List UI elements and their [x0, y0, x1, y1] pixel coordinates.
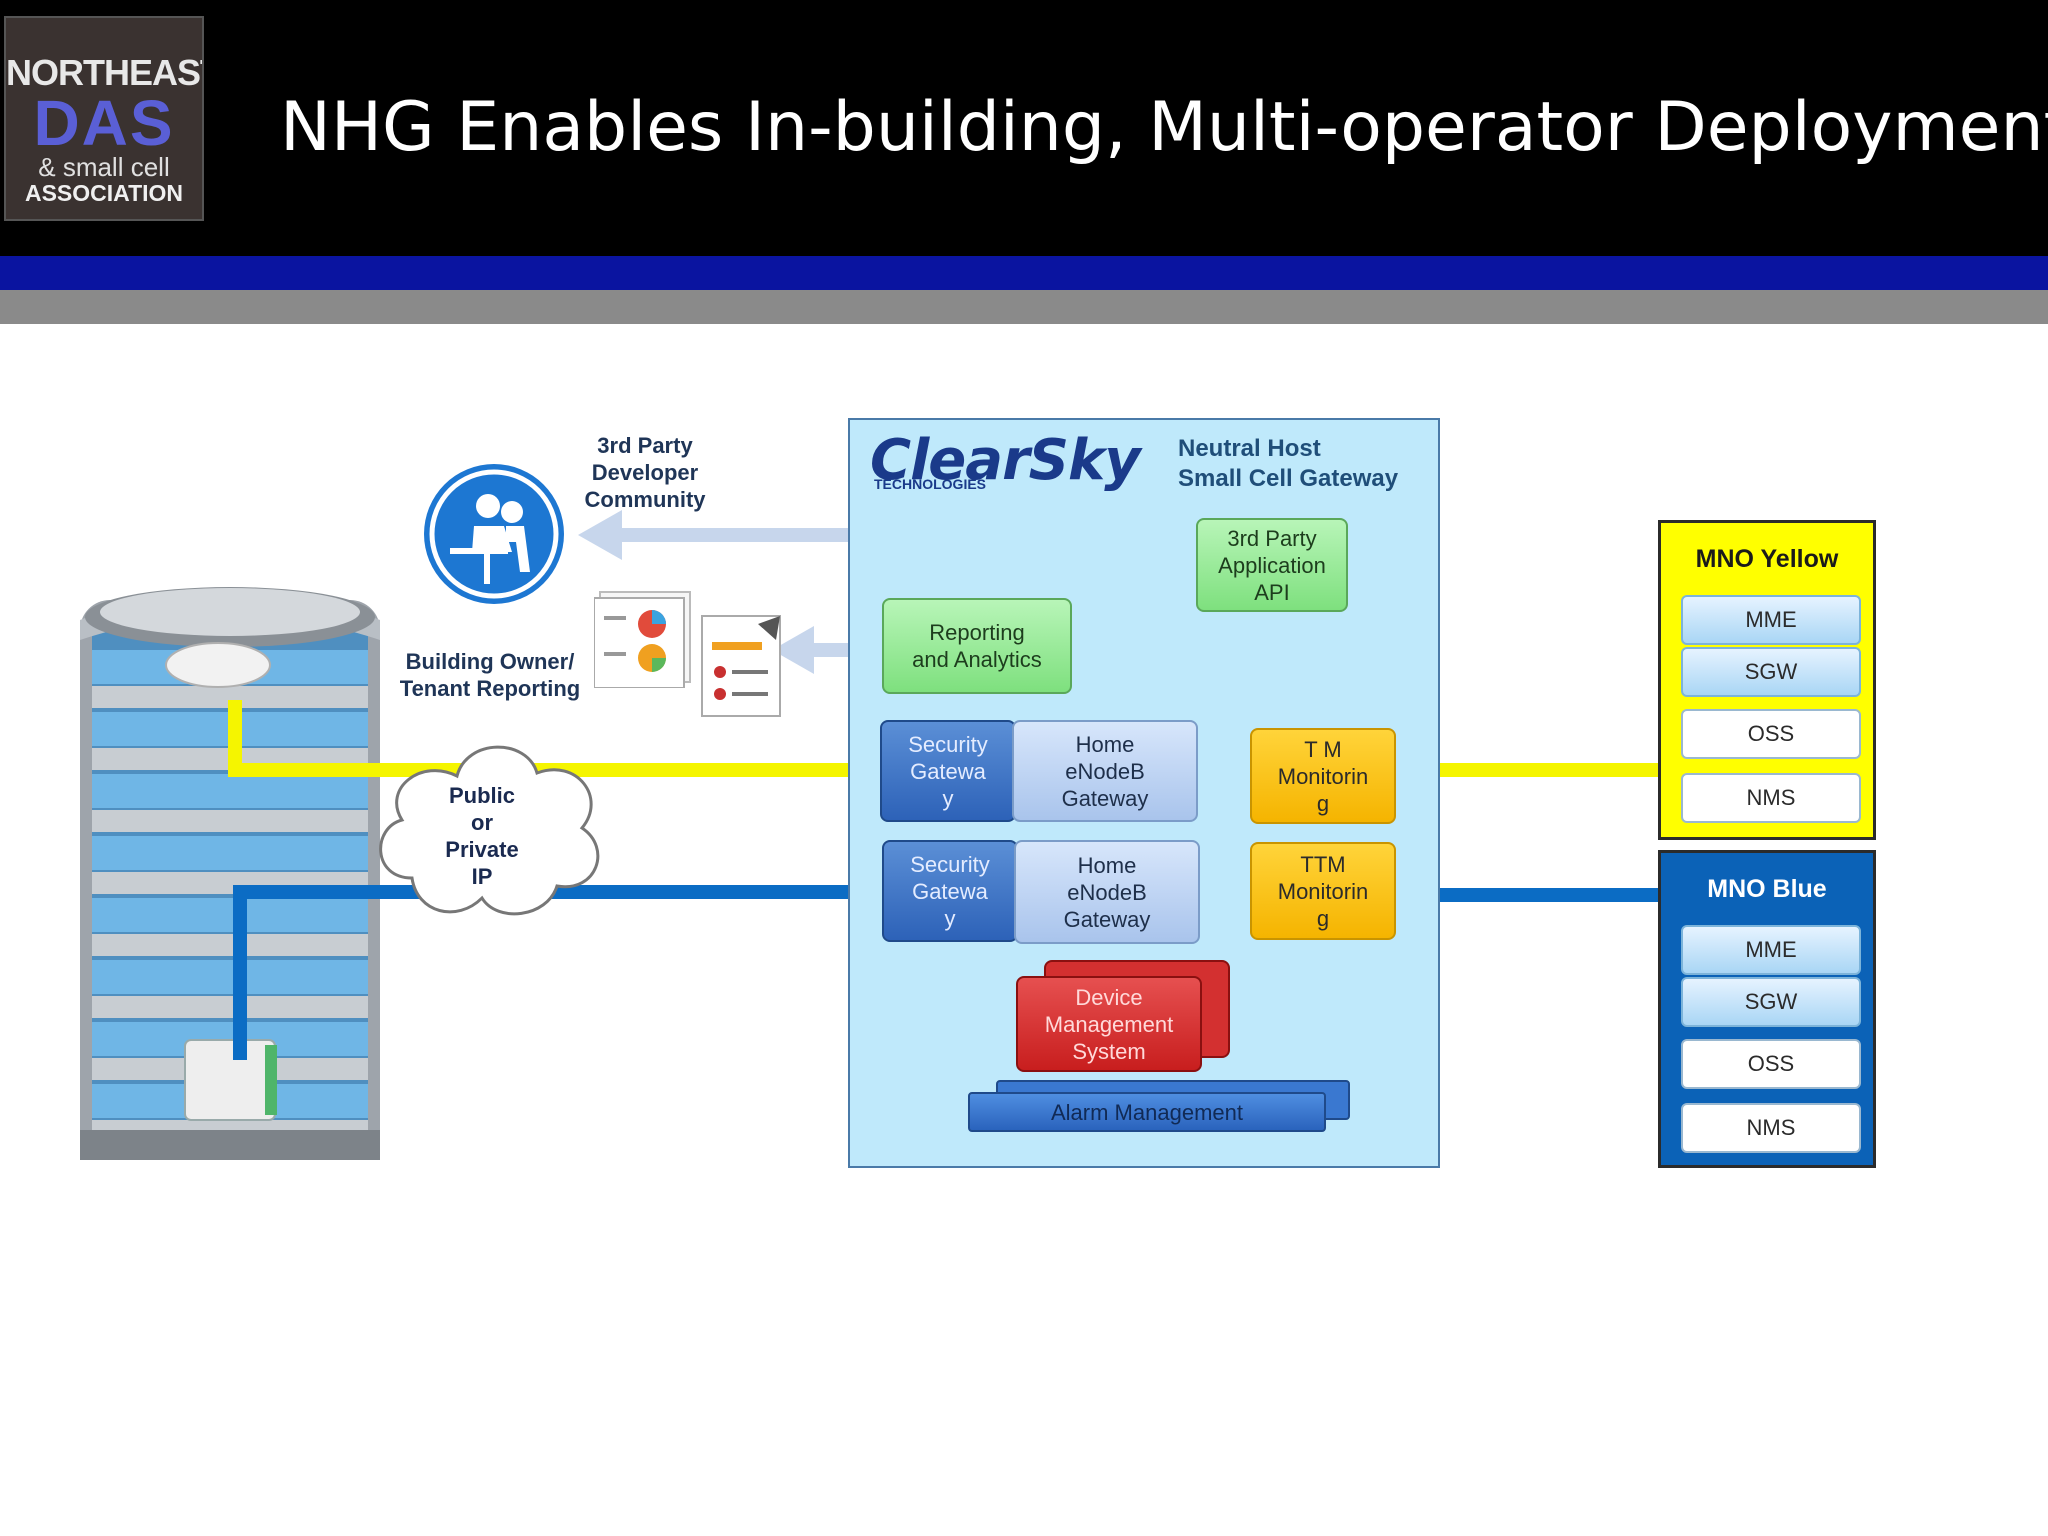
mno-yellow-title: MNO Yellow: [1695, 545, 1839, 573]
ttm-blue-line-1: TTM: [1300, 851, 1346, 877]
header-blue-stripe: [0, 256, 2048, 290]
tenant-reporting-label: Building Owner/ Tenant Reporting: [392, 648, 588, 702]
clearsky-logo: ClearSky: [870, 428, 1141, 493]
ttm-blue-line-2: Monitorin: [1277, 878, 1369, 904]
developer-community-line-3: Community: [584, 487, 706, 512]
developer-community-label: 3rd Party Developer Community: [570, 432, 720, 513]
mno-blue-nms: NMS: [1681, 1103, 1861, 1153]
tenant-report-icon: [698, 612, 788, 727]
device-management-box: Device Management System: [1016, 976, 1202, 1072]
alarm-management-box: Alarm Management: [968, 1092, 1326, 1132]
developer-community-icon: [424, 464, 564, 604]
henb-yellow-line-2: eNodeB: [1065, 758, 1145, 784]
security-gateway-blue: Security Gatewa y: [882, 840, 1018, 942]
building-illustration: [80, 587, 380, 1160]
mno-yellow-panel: MNO Yellow MME SGW OSS NMS: [1658, 520, 1876, 840]
henb-yellow-line-1: Home: [1075, 731, 1135, 757]
api-line-3: API: [1254, 579, 1290, 605]
security-gateway-yellow: Security Gatewa y: [880, 720, 1016, 822]
clearsky-tagline: TECHNOLOGIES: [874, 476, 987, 492]
slide-title: NHG Enables In-building, Multi-operator …: [280, 88, 2048, 167]
logo-line-4: ASSOCIATION: [24, 180, 184, 206]
cloud-line-4: IP: [471, 864, 493, 889]
mno-blue-title: MNO Blue: [1707, 875, 1827, 903]
henb-blue-line-1: Home: [1077, 852, 1137, 878]
henb-gateway-blue: Home eNodeB Gateway: [1014, 840, 1200, 944]
henb-gateway-yellow: Home eNodeB Gateway: [1012, 720, 1198, 822]
cloud-icon: [379, 745, 600, 916]
logo-line-3: & small cell: [38, 152, 170, 182]
dms-line-2: Management: [1044, 1011, 1174, 1037]
neutral-host-label: Neutral Host Small Cell Gateway: [1178, 434, 1398, 494]
api-line-2: Application: [1218, 552, 1326, 578]
mno-blue-mme: MME: [1681, 925, 1861, 975]
mno-blue-oss: OSS: [1681, 1039, 1861, 1089]
reporting-line-1: Reporting: [929, 620, 1025, 645]
neutral-host-line-1: Neutral Host: [1178, 435, 1321, 462]
mno-blue-panel: MNO Blue MME SGW OSS NMS: [1658, 850, 1876, 1168]
sg-blue-line-3: y: [944, 905, 956, 931]
sg-yellow-line-1: Security: [908, 731, 988, 757]
mno-blue-sgw: SGW: [1681, 977, 1861, 1027]
mno-yellow-nms: NMS: [1681, 773, 1861, 823]
tenant-reporting-line-1: Building Owner/: [405, 649, 575, 674]
reporting-line-2: and Analytics: [912, 647, 1042, 672]
logo-line-1: NORTHEAST: [6, 52, 204, 93]
sg-blue-line-2: Gatewa: [912, 878, 988, 904]
report-document-icon: [593, 588, 704, 693]
cloud-label: Public or Private IP: [412, 782, 552, 890]
ttm-monitoring-blue: TTM Monitorin g: [1250, 842, 1396, 940]
reporting-analytics-box: Reporting and Analytics: [882, 598, 1072, 694]
developer-community-line-1: 3rd Party: [597, 433, 693, 458]
henb-blue-line-2: eNodeB: [1067, 879, 1147, 905]
dms-line-1: Device: [1075, 984, 1143, 1010]
people-at-desk-icon: [429, 469, 559, 599]
sg-blue-line-1: Security: [910, 851, 990, 877]
henb-yellow-line-3: Gateway: [1061, 785, 1149, 811]
dms-line-3: System: [1072, 1038, 1146, 1064]
ttm-yellow-line-3: g: [1316, 790, 1330, 816]
ttm-yellow-line-2: Monitorin: [1277, 763, 1369, 789]
ttm-yellow-line-1: T M: [1304, 736, 1342, 762]
sg-yellow-line-3: y: [942, 785, 954, 811]
mno-yellow-sgw: SGW: [1681, 647, 1861, 697]
logo-line-2: DAS: [33, 87, 175, 159]
sg-yellow-line-2: Gatewa: [910, 758, 986, 784]
cloud-line-3: Private: [445, 837, 519, 862]
third-party-api-box: 3rd Party Application API: [1196, 518, 1348, 612]
header-gray-stripe: [0, 290, 2048, 324]
tenant-reporting-line-2: Tenant Reporting: [399, 676, 581, 701]
cloud-line-2: or: [471, 810, 493, 835]
northeast-das-logo: NORTHEAST DAS & small cell ASSOCIATION: [4, 16, 204, 221]
mno-yellow-oss: OSS: [1681, 709, 1861, 759]
henb-blue-line-3: Gateway: [1063, 906, 1151, 932]
developer-community-line-2: Developer: [591, 460, 699, 485]
api-line-1: 3rd Party: [1227, 525, 1317, 551]
ttm-blue-line-3: g: [1316, 905, 1330, 931]
slide-header: [0, 0, 2048, 256]
cloud-line-1: Public: [448, 783, 515, 808]
ttm-monitoring-yellow: T M Monitorin g: [1250, 728, 1396, 824]
mno-yellow-mme: MME: [1681, 595, 1861, 645]
neutral-host-line-2: Small Cell Gateway: [1178, 465, 1399, 492]
